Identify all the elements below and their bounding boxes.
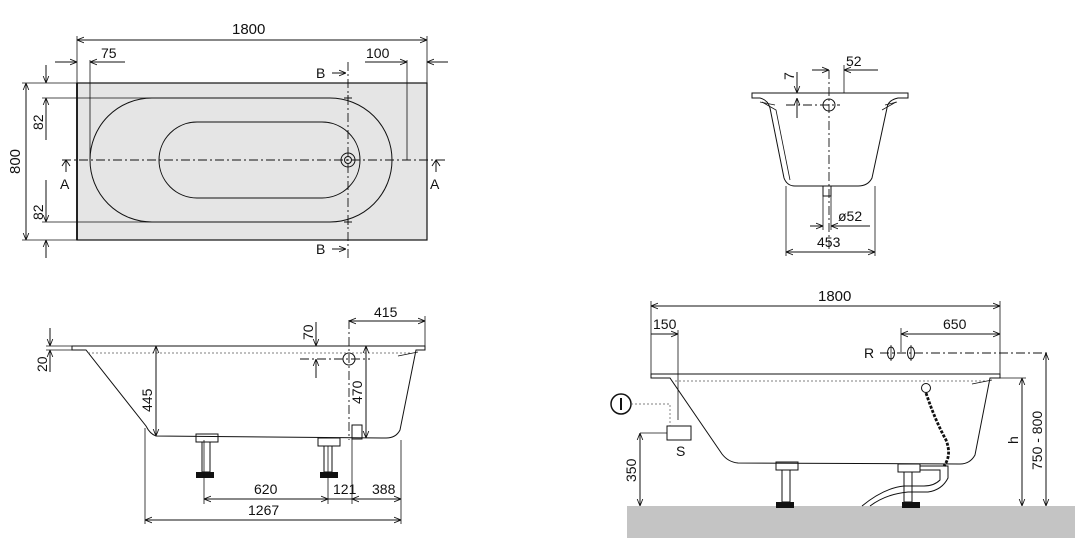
dim-right-offset: 100 <box>366 45 390 61</box>
dim-drain-diameter: ø52 <box>838 208 862 224</box>
dim-left-install: 150 <box>653 316 677 332</box>
connection-box <box>666 425 692 441</box>
dim-rim-height: 7 <box>781 72 797 80</box>
dim-inner-top: 82 <box>30 114 46 130</box>
tub-bottom-oval <box>158 121 361 199</box>
dim-inner-bottom: 82 <box>30 204 46 220</box>
tub-inner-top <box>89 97 393 223</box>
label-r: R <box>864 345 874 361</box>
dim-depth: 445 <box>139 388 155 412</box>
dim-overflow-height: 470 <box>349 380 365 404</box>
floor <box>627 506 1075 538</box>
installation-view: S 350 1800 150 650 R h 750 - 800 <box>610 288 1075 538</box>
dim-width-top: 800 <box>7 149 24 174</box>
dim-length-top: 1800 <box>232 21 265 38</box>
dim-height-h: h <box>1005 436 1021 444</box>
dim-length-side: 1267 <box>248 502 279 518</box>
section-b-bottom: B <box>316 241 325 257</box>
dim-floor-height: 350 <box>623 458 639 482</box>
tub-cross-section <box>751 92 909 187</box>
dim-height-range: 750 - 800 <box>1029 411 1045 470</box>
dim-rim: 20 <box>34 356 50 372</box>
section-a-left: A <box>60 176 70 192</box>
dim-foot-distance: 620 <box>254 481 278 497</box>
dim-overflow-offset: 70 <box>300 324 316 340</box>
section-a-right: A <box>430 176 440 192</box>
top-view: 1800 75 100 800 82 82 A A B B <box>7 21 448 258</box>
section-b-top: B <box>316 65 325 81</box>
dim-bottom-width: 453 <box>817 234 841 250</box>
dim-right-install: 650 <box>943 316 967 332</box>
side-view: 20 70 415 445 470 620 121 388 1267 <box>34 304 426 524</box>
dim-gap: 121 <box>333 481 357 497</box>
dim-drain-offset: 52 <box>846 53 862 69</box>
dim-left-offset: 75 <box>101 45 117 61</box>
tub-install-profile <box>650 373 1001 465</box>
dim-right-distance: 415 <box>374 304 398 320</box>
cross-section-view: 7 52 ø52 453 <box>751 53 909 256</box>
tub-side-profile <box>71 345 426 439</box>
label-s: S <box>676 443 685 459</box>
tub-outline-top <box>76 82 428 241</box>
dim-right-foot: 388 <box>372 481 396 497</box>
dim-length-install: 1800 <box>818 288 851 305</box>
